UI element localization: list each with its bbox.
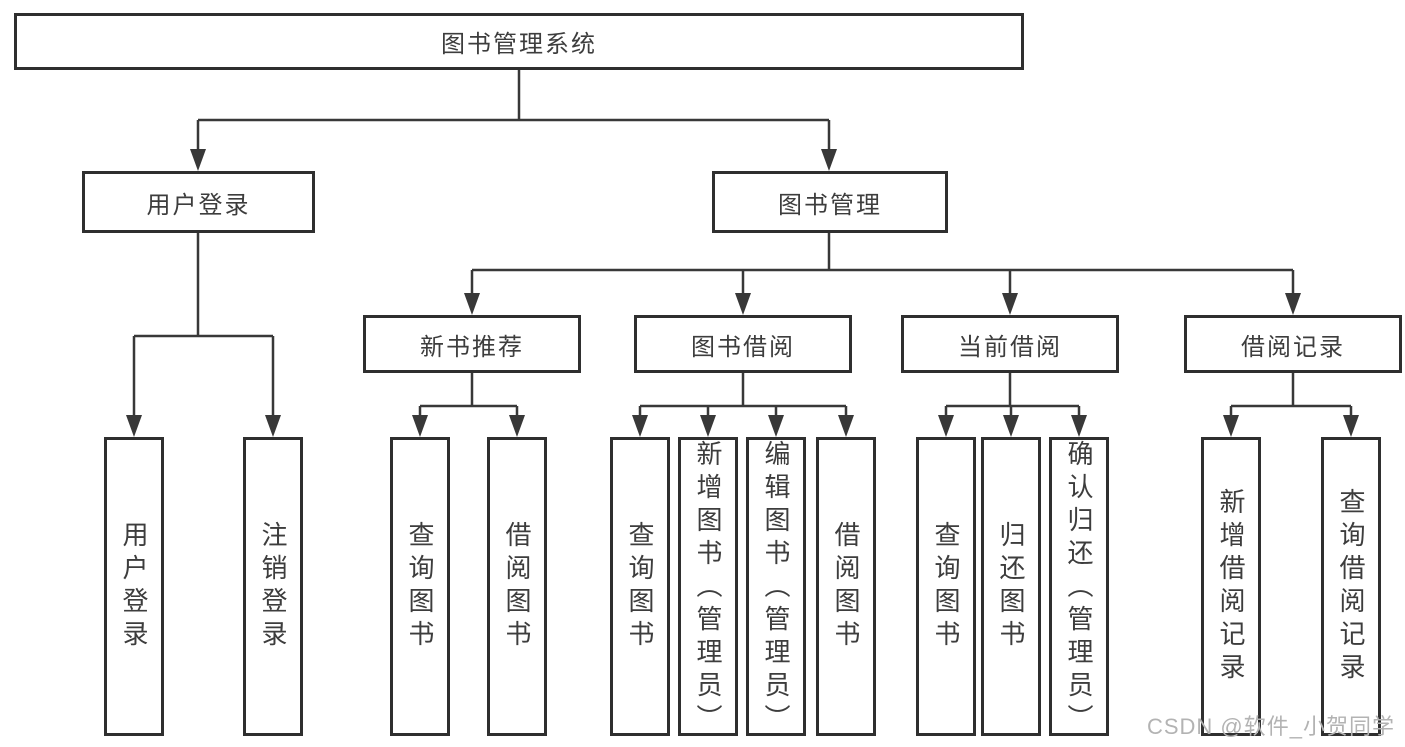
leaf-query-books-2: 查询图书 — [610, 437, 670, 736]
leaf-borrow-books-1: 借阅图书 — [487, 437, 547, 736]
node-new-book-recommendation: 新书推荐 — [363, 315, 581, 373]
leaf-user-login-label: 用户登录 — [119, 520, 149, 653]
leaf-borrow-books-2-label: 借阅图书 — [831, 520, 861, 653]
leaf-return-book: 归还图书 — [981, 437, 1041, 736]
leaf-add-borrow-record: 新增借阅记录 — [1201, 437, 1261, 736]
leaf-confirm-return-admin: 确认归还（管理员） — [1049, 437, 1109, 737]
leaf-edit-book-admin: 编辑图书（管理员） — [746, 437, 806, 737]
leaf-borrow-books-2: 借阅图书 — [816, 437, 876, 736]
leaf-edit-book-admin-label: 编辑图书（管理员） — [761, 440, 791, 737]
arrowhead-icons — [126, 149, 1359, 437]
node-borrowing-records-label: 借阅记录 — [1241, 333, 1345, 361]
connector-path — [132, 70, 1353, 416]
leaf-add-book-admin: 新增图书（管理员） — [678, 437, 738, 737]
leaf-logout: 注销登录 — [243, 437, 303, 736]
node-book-borrowing-label: 图书借阅 — [691, 333, 795, 361]
node-system-root-label: 图书管理系统 — [441, 31, 597, 58]
leaf-logout-label: 注销登录 — [258, 520, 288, 653]
node-book-management-label: 图书管理 — [778, 191, 882, 219]
node-current-borrowing: 当前借阅 — [901, 315, 1119, 373]
node-book-borrowing: 图书借阅 — [634, 315, 852, 373]
leaf-query-books-1-label: 查询图书 — [405, 520, 435, 653]
leaf-user-login: 用户登录 — [104, 437, 164, 736]
node-book-management: 图书管理 — [712, 171, 948, 233]
node-current-borrowing-label: 当前借阅 — [958, 333, 1062, 361]
leaf-borrow-books-1-label: 借阅图书 — [502, 520, 532, 653]
node-user-login-label: 用户登录 — [146, 191, 251, 219]
leaf-query-books-1: 查询图书 — [390, 437, 450, 736]
node-system-root: 图书管理系统 — [14, 13, 1024, 70]
leaf-return-book-label: 归还图书 — [996, 520, 1026, 653]
leaf-add-book-admin-label: 新增图书（管理员） — [693, 440, 723, 737]
leaf-query-borrow-record-label: 查询借阅记录 — [1336, 487, 1366, 686]
node-user-login: 用户登录 — [82, 171, 315, 233]
leaf-confirm-return-admin-label: 确认归还（管理员） — [1064, 440, 1094, 737]
leaf-add-borrow-record-label: 新增借阅记录 — [1216, 487, 1246, 686]
leaf-query-books-3-label: 查询图书 — [931, 520, 961, 653]
leaf-query-books-2-label: 查询图书 — [625, 520, 655, 653]
leaf-query-books-3: 查询图书 — [916, 437, 976, 736]
csdn-watermark: CSDN @软件_小贺同学 — [1146, 714, 1395, 739]
leaf-query-borrow-record: 查询借阅记录 — [1321, 437, 1381, 736]
node-new-book-recommendation-label: 新书推荐 — [420, 333, 524, 361]
node-borrowing-records: 借阅记录 — [1184, 315, 1402, 373]
